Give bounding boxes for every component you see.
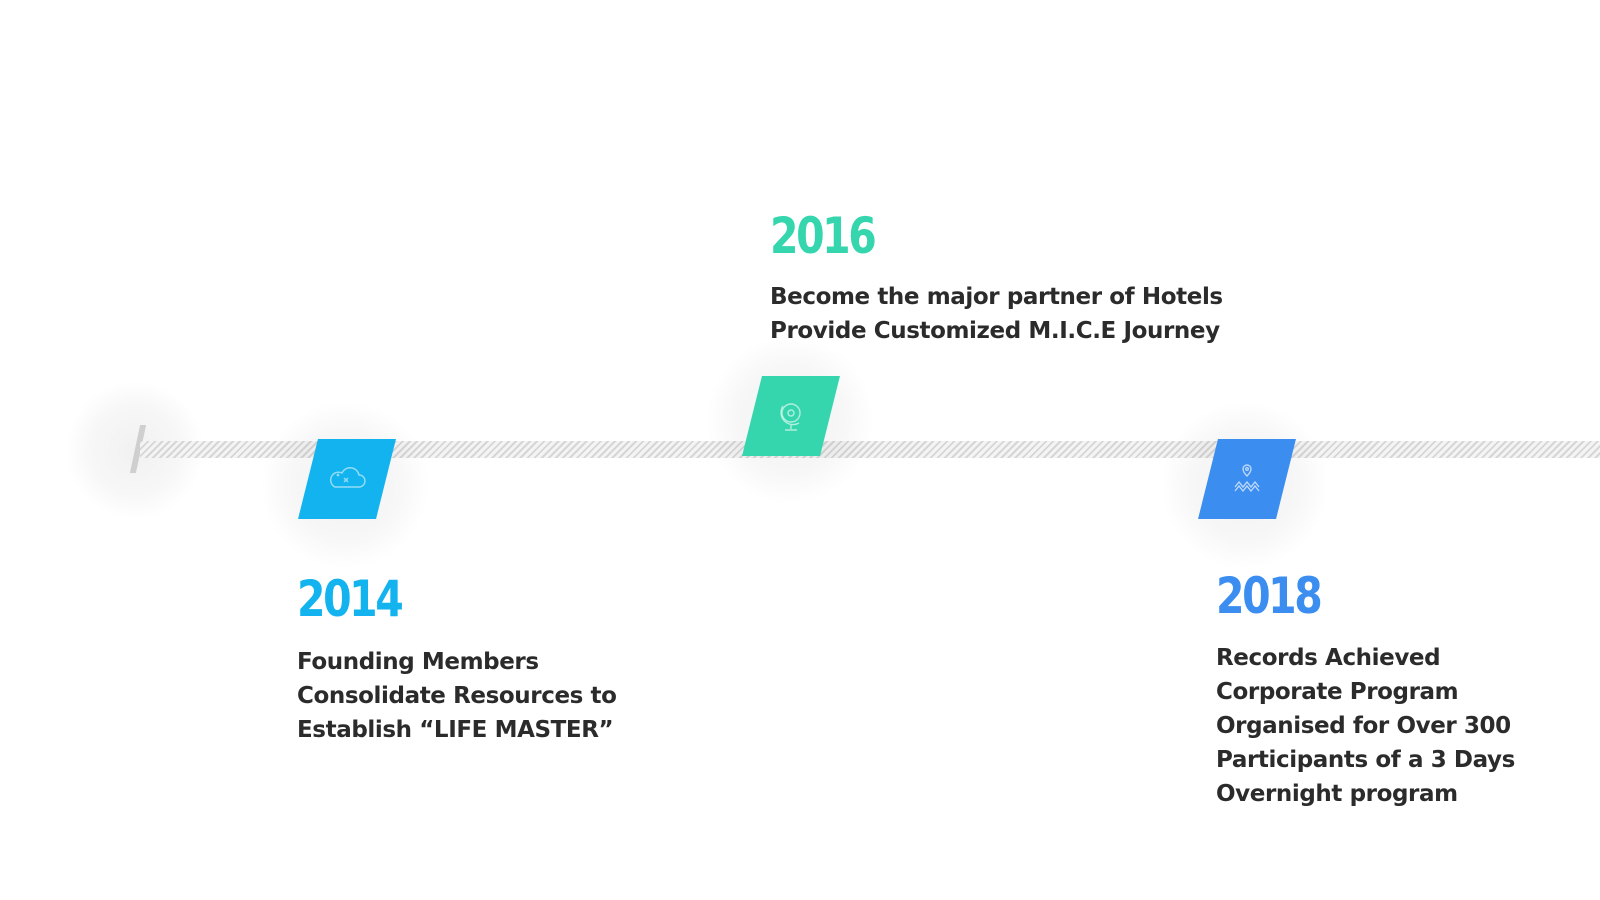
description-line: Records Achieved [1216,645,1441,671]
milestone-description: Records Achieved Corporate Program Organ… [1216,641,1515,811]
milestone-marker [1198,439,1296,519]
milestone-year: 2016 [770,207,877,265]
description-line: Consolidate Resources to [297,683,617,709]
description-line: Establish “LIFE MASTER” [297,717,614,743]
globe-icon [780,403,801,431]
description-line: Corporate Program [1216,679,1459,705]
milestone-marker [298,439,396,519]
description-line: Provide Customized M.I.C.E Journey [770,318,1220,344]
milestone-year: 2018 [1216,567,1323,625]
description-line: Become the major partner of Hotels [770,284,1223,310]
description-line: Founding Members [297,649,539,675]
milestone-year: 2014 [297,570,404,628]
description-line: Participants of a 3 Days [1216,747,1515,773]
milestone-description: Founding Members Consolidate Resources t… [297,645,617,747]
description-line: Overnight program [1216,781,1458,807]
location-route-icon [1234,464,1260,493]
milestone-description: Become the major partner of Hotels Provi… [770,280,1223,348]
description-line: Organised for Over 300 [1216,713,1511,739]
milestone-marker [742,376,840,456]
cloud-icon [329,467,366,488]
